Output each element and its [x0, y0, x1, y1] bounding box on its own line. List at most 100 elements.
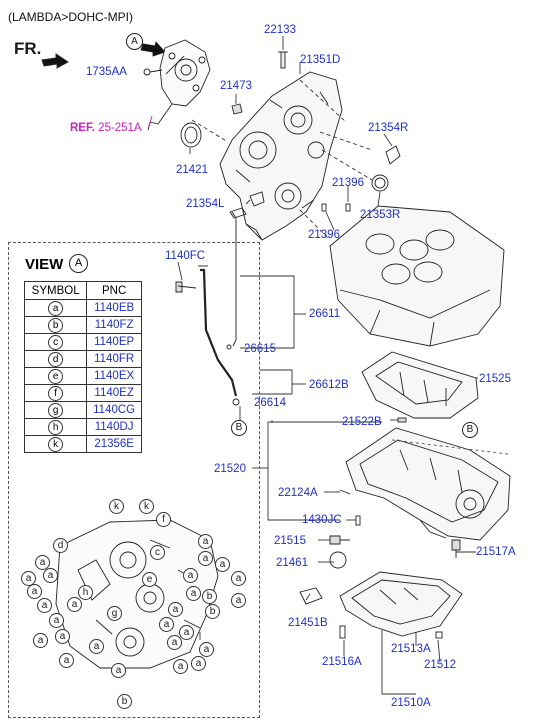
part-21516a[interactable]: 21516A — [322, 656, 362, 668]
view-a-callout-a: a — [159, 617, 174, 632]
strainer-21461 — [329, 551, 347, 569]
view-a-callout-a: a — [179, 625, 194, 640]
symbol-circle: k — [48, 436, 64, 452]
symbol-cell: h — [23, 418, 88, 436]
col-pnc-header: PNC — [86, 281, 142, 300]
table-row: c 1140EP — [23, 333, 142, 351]
view-letter: A — [69, 254, 88, 273]
part-21351d[interactable]: 21351D — [300, 54, 341, 66]
view-a-callout-a: a — [168, 602, 183, 617]
pnc-cell[interactable]: 1140FR — [86, 350, 142, 368]
pnc-cell[interactable]: 1140EZ — [86, 384, 142, 402]
part-21354r[interactable]: 21354R — [368, 122, 409, 134]
part-1430jc[interactable]: 1430JC — [302, 514, 342, 526]
part-26611[interactable]: 26611 — [309, 308, 341, 320]
view-a-callout-a: a — [89, 639, 104, 654]
part-21421[interactable]: 21421 — [176, 164, 208, 176]
view-title: VIEW — [25, 256, 64, 273]
part-22124a[interactable]: 22124A — [278, 487, 318, 499]
symbol-cell: f — [23, 384, 88, 402]
part-21520[interactable]: 21520 — [214, 463, 246, 475]
view-a-callout-a: a — [35, 555, 50, 570]
ref-prefix: REF. — [70, 122, 95, 134]
part-21354l[interactable]: 21354L — [186, 198, 225, 210]
symbol-circle: d — [48, 351, 64, 367]
view-a-callout-a: a — [183, 568, 198, 583]
view-a-callout-k: k — [109, 499, 124, 514]
pnc-cell[interactable]: 1140EP — [86, 333, 142, 351]
part-21353r[interactable]: 21353R — [360, 209, 401, 221]
view-a-arrow-icon — [140, 41, 166, 57]
view-a-callout-a: a — [186, 586, 201, 601]
view-a-callout-a: a — [33, 633, 48, 648]
plug-21522b — [397, 417, 407, 423]
part-21515[interactable]: 21515 — [274, 535, 306, 547]
part-1735aa[interactable]: 1735AA — [86, 66, 127, 78]
part-21451b[interactable]: 21451B — [288, 617, 328, 629]
view-a-callout-a: a — [59, 653, 74, 668]
part-22133[interactable]: 22133 — [264, 24, 296, 36]
pnc-cell[interactable]: 1140FZ — [86, 316, 142, 334]
part-1140fc[interactable]: 1140FC — [165, 250, 206, 262]
view-b-callout-left: B — [231, 420, 247, 436]
view-a-callout-a: a — [167, 635, 182, 650]
view-a-callout-a: a — [215, 557, 230, 572]
symbol-cell: c — [23, 333, 88, 351]
view-a-callout-f: f — [156, 512, 171, 527]
view-a-callout-a: a — [231, 593, 246, 608]
symbol-circle: c — [48, 334, 64, 350]
part-21517a[interactable]: 21517A — [476, 546, 516, 558]
part-21461[interactable]: 21461 — [276, 557, 308, 569]
page-title: (LAMBDA>DOHC-MPI) — [8, 10, 134, 24]
ref-link[interactable]: REF. 25-251A — [70, 122, 142, 134]
part-21522b[interactable]: 21522B — [342, 416, 382, 428]
plug-21473 — [231, 103, 243, 115]
view-a-callout-c: c — [150, 545, 165, 560]
view-a-callout-a: a — [37, 598, 52, 613]
table-header-row: SYMBOL PNC — [23, 281, 142, 300]
view-a-panel — [8, 242, 260, 718]
seal-21421 — [180, 122, 202, 148]
part-21525[interactable]: 21525 — [479, 373, 511, 385]
view-a-callout-k: k — [139, 499, 154, 514]
part-21396-top[interactable]: 21396 — [332, 177, 364, 189]
pnc-cell[interactable]: 21356E — [86, 435, 142, 453]
view-a-callout-a: a — [198, 551, 213, 566]
view-a-callout-a: a — [198, 534, 213, 549]
part-21513a[interactable]: 21513A — [391, 643, 431, 655]
view-a-callout-b: b — [205, 604, 220, 619]
oil-level-gauge — [175, 207, 247, 406]
part-21512[interactable]: 21512 — [424, 659, 456, 671]
part-21510a[interactable]: 21510A — [391, 697, 431, 709]
view-a-callout-e: e — [142, 572, 157, 587]
pnc-cell[interactable]: 1140CG — [86, 401, 142, 419]
gasket-21354r — [385, 145, 401, 165]
table-row: d 1140FR — [23, 350, 142, 368]
timing-cover — [219, 71, 343, 241]
gasket-21354l — [249, 191, 265, 207]
pnc-cell[interactable]: 1140EX — [86, 367, 142, 385]
oring-21353r — [371, 174, 389, 192]
front-label: FR. — [14, 39, 42, 58]
upper-oil-pan — [345, 427, 511, 541]
part-21396-bot[interactable]: 21396 — [308, 229, 340, 241]
symbol-cell: k — [23, 435, 88, 453]
part-21473[interactable]: 21473 — [220, 80, 252, 92]
dowel-21396-top — [345, 203, 351, 212]
part-26612b[interactable]: 26612B — [309, 379, 349, 391]
view-a-callout-a: a — [199, 642, 214, 657]
part-26614[interactable]: 26614 — [254, 397, 286, 409]
bracket-21451b — [299, 587, 323, 605]
symbol-circle: h — [48, 419, 64, 435]
pnc-cell[interactable]: 1140DJ — [86, 418, 142, 436]
pnc-cell[interactable]: 1140EB — [86, 299, 142, 317]
view-b-callout-right: B — [462, 422, 478, 438]
view-a-callout-a: a — [55, 629, 70, 644]
view-a-callout-a: a — [67, 597, 82, 612]
dowel-21396-bot — [321, 203, 327, 212]
view-a-callout-h: h — [78, 585, 93, 600]
